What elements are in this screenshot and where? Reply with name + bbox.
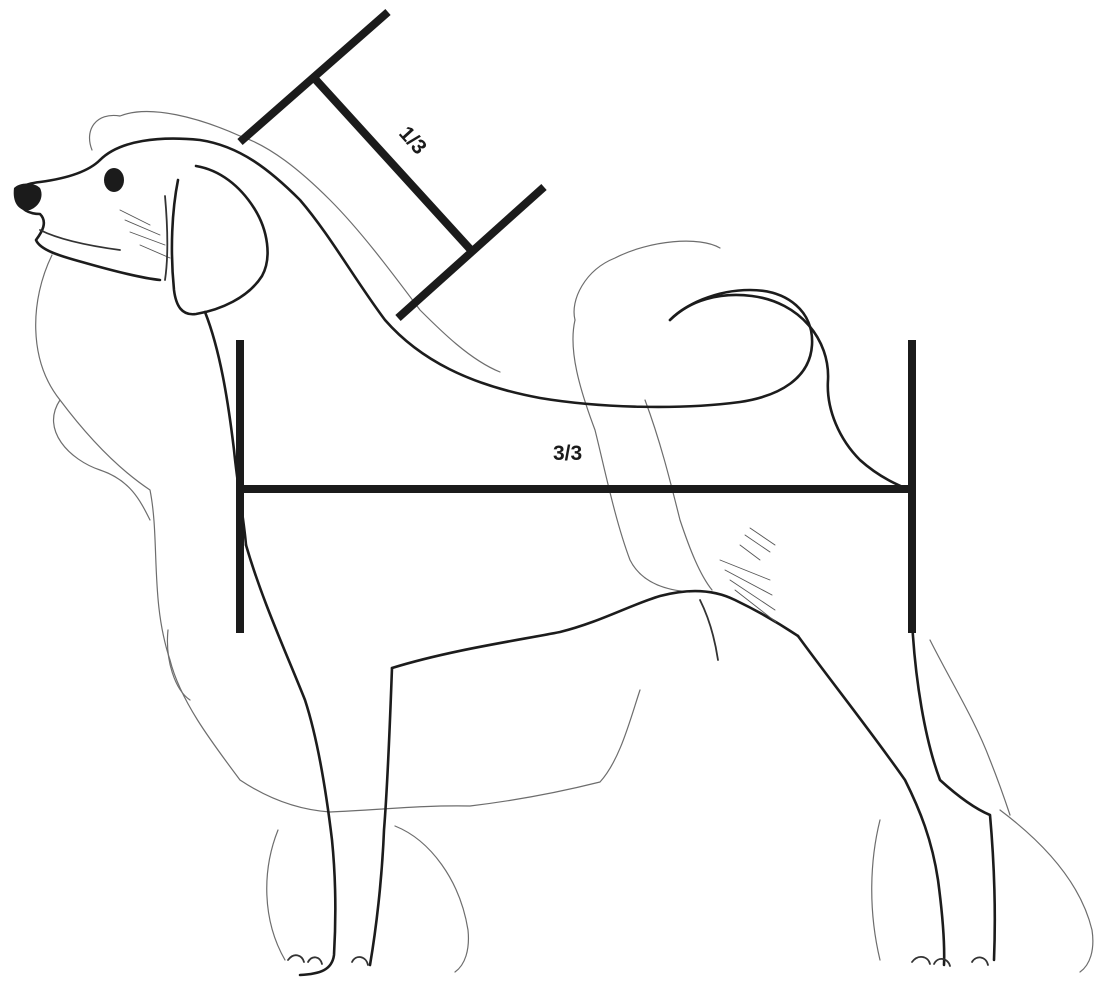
dog-body-outline: [16, 139, 995, 975]
nose-icon: [14, 184, 42, 211]
body-label: 3/3: [553, 442, 582, 465]
paws: [288, 955, 988, 966]
neck-top-bar: [240, 12, 388, 142]
body-measurement: 3/3: [240, 340, 912, 633]
fur-outline: [36, 112, 1093, 972]
neck-label: 1/3: [394, 122, 431, 159]
neck-connector-line: [316, 80, 470, 249]
eye-icon: [104, 168, 124, 192]
neck-bottom-bar: [398, 187, 544, 318]
dog-face-details: [14, 168, 170, 280]
